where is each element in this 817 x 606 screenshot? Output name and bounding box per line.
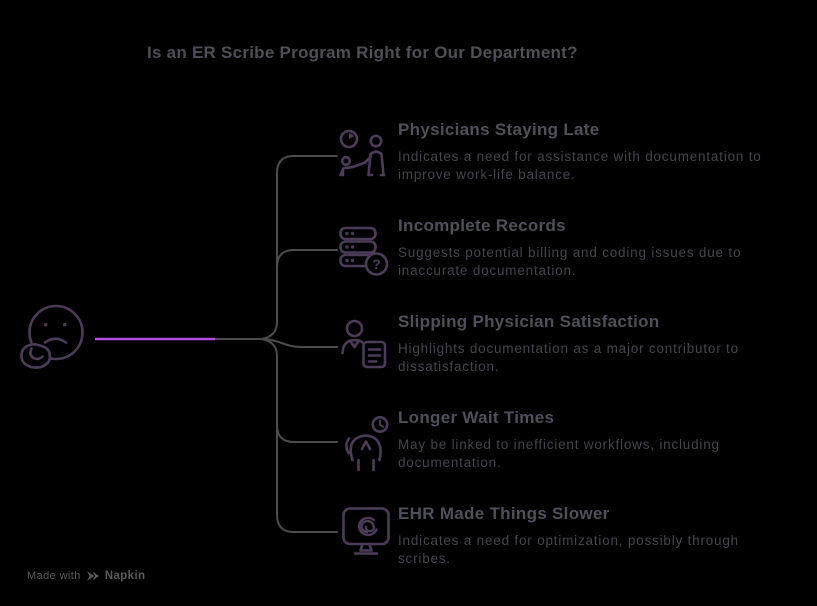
item-heading: EHR Made Things Slower [398, 504, 610, 523]
list-item: Physicians Staying Late Indicates a need… [398, 119, 783, 184]
item-description: Indicates a need for optimization, possi… [398, 533, 739, 566]
database-question-icon: ? [338, 224, 390, 285]
item-heading: Physicians Staying Late [398, 120, 600, 139]
svg-text:?: ? [372, 256, 381, 272]
item-description: Suggests potential billing and coding is… [398, 245, 742, 278]
physician-document-icon [340, 318, 392, 379]
made-with-label: Made with [27, 570, 81, 582]
item-description: Highlights documentation as a major cont… [398, 341, 739, 374]
made-with-napkin-link[interactable]: Made with Napkin [27, 570, 145, 582]
monitor-spiral-icon [340, 505, 392, 566]
list-item: Slipping Physician Satisfaction Highligh… [398, 311, 783, 376]
physician-staying-late-icon [338, 128, 390, 191]
list-item: EHR Made Things Slower Indicates a need … [398, 503, 783, 568]
item-description: May be linked to inefficient workflows, … [398, 437, 720, 470]
list-item: Longer Wait Times May be linked to ineff… [398, 407, 783, 472]
thinking-face-icon [18, 299, 90, 382]
page-title: Is an ER Scribe Program Right for Our De… [147, 43, 578, 62]
list-item: Incomplete Records Suggests potential bi… [398, 215, 783, 280]
napkin-pen-icon [86, 570, 100, 582]
item-heading: Incomplete Records [398, 216, 566, 235]
item-heading: Slipping Physician Satisfaction [398, 312, 660, 331]
waiting-person-clock-icon [340, 414, 392, 477]
napkin-brand-label: Napkin [104, 570, 146, 582]
item-heading: Longer Wait Times [398, 408, 555, 427]
item-description: Indicates a need for assistance with doc… [398, 149, 762, 182]
